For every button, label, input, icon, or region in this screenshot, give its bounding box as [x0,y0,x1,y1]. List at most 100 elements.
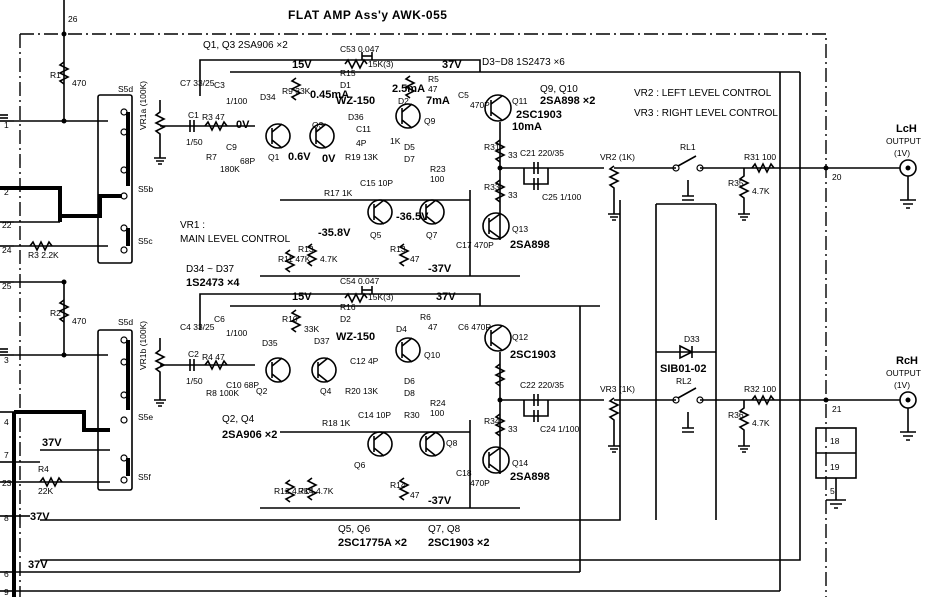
label-2sa898-c: 2SA898 [510,471,550,483]
ground-vr2 [608,208,620,221]
switch-s5b: S5b [138,184,153,194]
label-r2-value: 470 [72,316,86,326]
label-1v-l: (1V) [894,148,910,158]
label-10k: 1K [390,136,401,146]
transistor-q13 [482,212,510,240]
label-c14: C14 10P [358,410,391,420]
label-q8: Q8 [446,438,458,448]
pin-19: 19 [830,462,840,472]
label-r36-value: 4.7K [752,418,770,428]
label-r4b: R4 [38,464,49,474]
pin-2: 2 [4,187,9,197]
label-r20: R20 13K [345,386,378,396]
label-c3-value: 1/100 [226,96,248,106]
pin-21: 21 [832,404,842,414]
label-wz150-a: WZ-150 [336,95,375,107]
label-q11: Q11 [512,96,528,106]
pin-6: 6 [4,569,9,579]
label-q10: Q10 [424,350,440,360]
label-c24: C24 1/100 [540,424,579,434]
resistor-r13 [306,243,318,267]
label-r3-2k: R3 2.2K [28,250,59,260]
label-d33: D33 [684,334,700,344]
label-37v-p: 37V [30,511,50,523]
label-2sc1903x2: 2SC1903 ×2 [428,537,489,549]
bus-pin4 [14,410,110,432]
label-vr1-main: VR1 : [180,220,205,231]
label-c5: C5 [458,90,469,100]
switch-s5f: S5f [138,472,151,482]
resistor-r32-100 [751,394,775,406]
transistor-q1 [265,123,291,149]
transistor-q10 [395,337,421,363]
transistor-q2 [265,357,291,383]
label-r13b-value: 47 [410,254,420,264]
label-c12: C12 4P [350,356,379,366]
label-d2: D2 [398,96,409,106]
label-q14: Q14 [512,458,528,468]
label-r7-value: 180K [220,164,240,174]
pot-vr1a [154,100,166,150]
resistor-r34 [494,413,506,437]
label-r2: R2 [50,308,61,318]
ground-r36 [738,440,750,453]
relay-drive-box [655,203,717,520]
label-r16-value: 15K(3) [368,292,394,302]
label-q5: Q5 [370,230,382,240]
resistor-r2 [58,299,70,323]
label-c18: C18 [456,468,472,478]
label-r11: R11 47K [278,254,311,264]
diode-d33 [656,344,716,360]
resistor-r3 [204,120,228,132]
resistor-r14b [398,477,410,501]
label-c21: C21 220/35 [520,148,564,158]
resistor-r14 [306,477,318,501]
ground-rch [900,431,916,441]
resistor-r35 [738,168,750,208]
pot-vr1b [154,338,166,392]
label-wz150-b: WZ-150 [336,331,375,343]
label-d6: D6 [404,376,415,386]
label-r32: R32 100 [744,384,776,394]
selector-switch-s5-upper [97,94,133,264]
label-r15: R15 [340,68,356,78]
label-2sc1775: 2SC1775A ×2 [338,537,407,549]
ground-pins-right [815,427,857,509]
label-r16: R16 [340,302,356,312]
resistor-r1 [58,61,70,85]
pot-vr2 [608,165,620,208]
pin-4: 4 [4,417,9,427]
pin-8: 8 [4,513,9,523]
pin-26: 26 [68,14,78,24]
label-r12: R12 4.7K [274,486,310,496]
label-vr2-desc: VR2 : LEFT LEVEL CONTROL [634,88,772,99]
transistor-q8 [419,431,445,457]
resistor-r4 [204,359,228,371]
rail-37v-right2 [40,72,801,561]
pin-23: 23 [2,478,12,488]
label-r13: R13 [298,244,314,254]
label-r4: R4 47 [202,352,225,362]
label-c53: C53 0.047 [340,44,379,54]
resistor-r33 [494,179,506,203]
label-r13b: R13 [390,244,406,254]
label-2sa898x2: 2SA898 ×2 [540,95,595,107]
pin-3: 3 [4,355,9,365]
label-c7: C7 33/25 [180,78,215,88]
label-minus37v-n: -37V [428,495,452,507]
label-r17: R17 1K [324,188,353,198]
rail-return [40,200,621,521]
label-sib01: SIB01-02 [660,363,706,375]
label-15v-a: 15V [292,59,312,71]
label-c25: C25 1/100 [542,192,581,202]
resistor-r32 [494,363,506,387]
label-q5q6: Q5, Q6 [338,524,371,535]
resistor-r16 [344,292,368,304]
label-c2: C2 [188,349,199,359]
pin-1: 1 [4,120,9,130]
label-1s2473x4: 1S2473 ×4 [186,277,240,289]
label-vr1-main-desc: MAIN LEVEL CONTROL [180,234,291,245]
label-r7: R7 [206,152,217,162]
label-37v-bottom: 37V [28,559,48,571]
